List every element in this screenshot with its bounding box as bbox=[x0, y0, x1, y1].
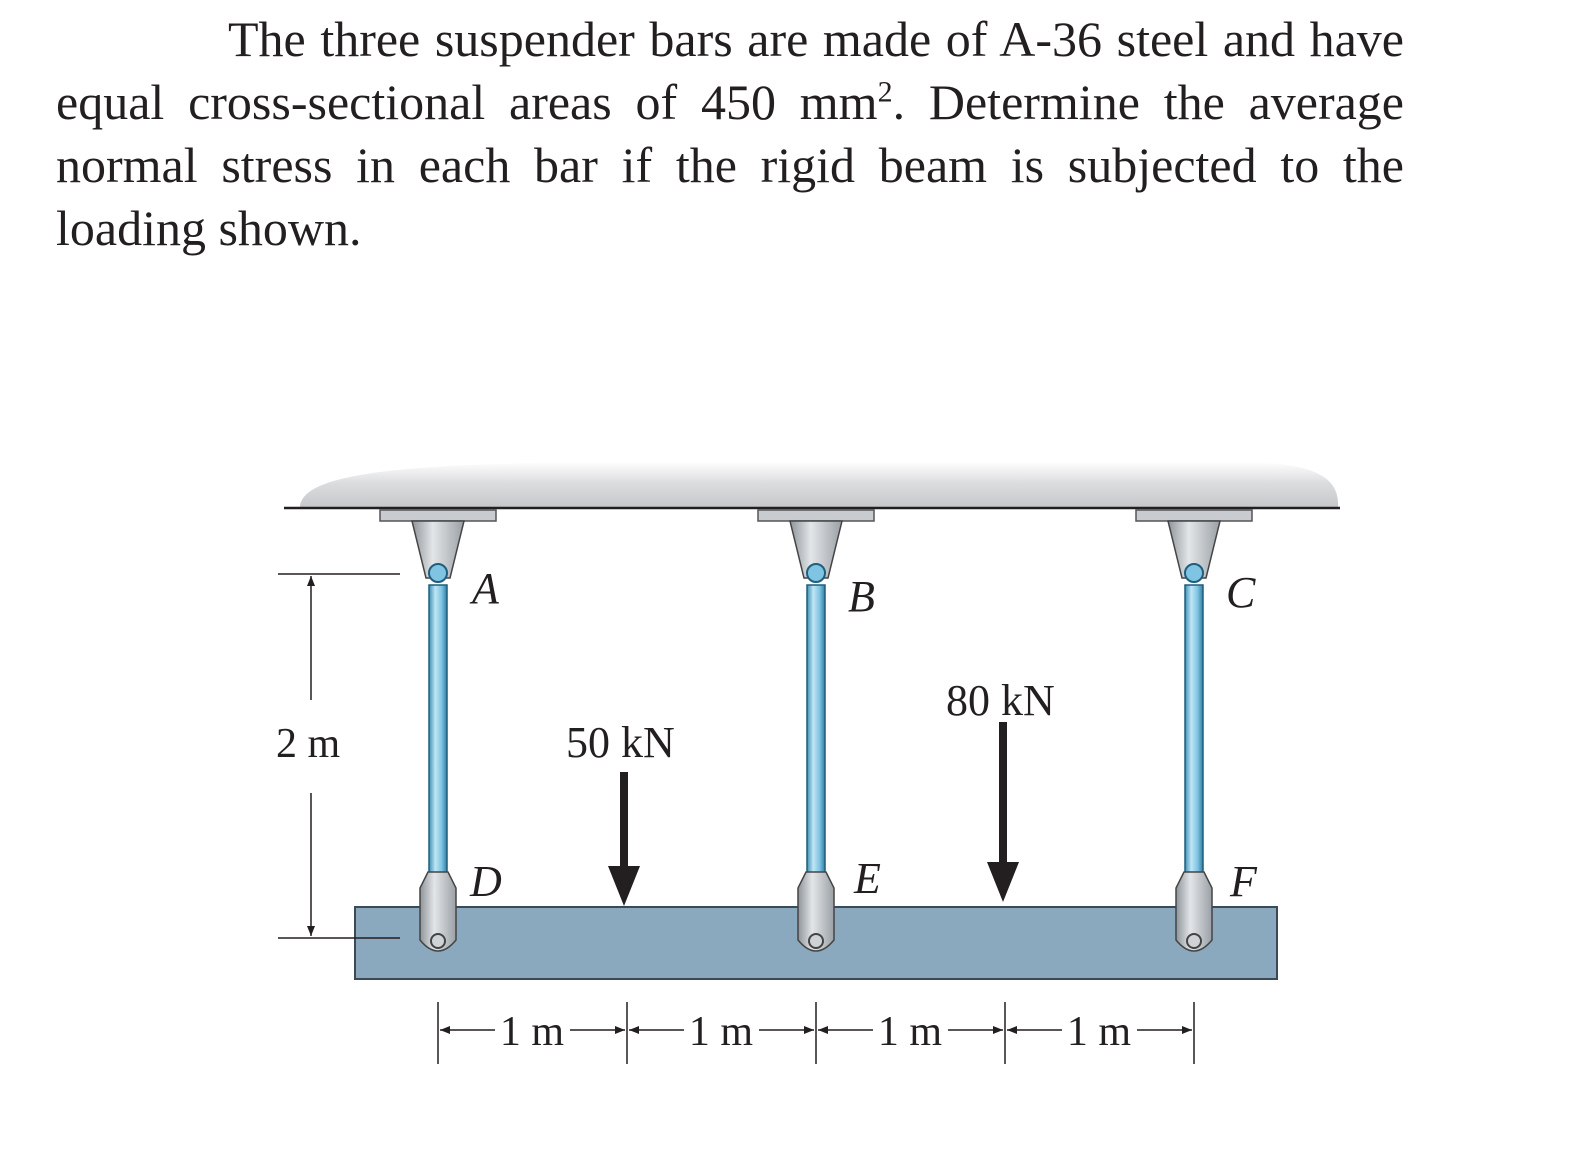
point-label-B: B bbox=[848, 572, 875, 621]
point-label-F: F bbox=[1229, 857, 1258, 906]
point-label-A: A bbox=[469, 564, 500, 613]
height-label: 2 m bbox=[276, 721, 341, 767]
span-dimension-lines bbox=[437, 1002, 1195, 1064]
span-label-1: 1 m bbox=[500, 1009, 565, 1055]
problem-text-end: . Determine the average normal stress in… bbox=[56, 74, 1405, 256]
load-arrow-50kN bbox=[608, 772, 640, 906]
suspender-bar-AD bbox=[379, 509, 497, 952]
point-label-E: E bbox=[853, 854, 881, 903]
span-label-2: 1 m bbox=[689, 1009, 754, 1055]
span-label-4: 1 m bbox=[1067, 1009, 1132, 1055]
load-arrow-80kN bbox=[987, 722, 1019, 902]
point-label-C: C bbox=[1226, 568, 1256, 617]
problem-statement: The three suspender bars are made of A-3… bbox=[56, 8, 1404, 260]
ceiling-support bbox=[284, 461, 1340, 510]
load-label-50kN: 50 kN bbox=[566, 718, 675, 767]
area-exponent: 2 bbox=[877, 75, 893, 109]
suspender-bar-BE bbox=[757, 509, 875, 952]
height-dimension bbox=[278, 573, 400, 939]
load-label-80kN: 80 kN bbox=[946, 676, 1055, 725]
problem-text-main: The three suspender bars are made of A-3… bbox=[56, 11, 1404, 130]
point-label-D: D bbox=[469, 857, 502, 906]
suspender-bar-CF bbox=[1135, 509, 1253, 952]
span-label-3: 1 m bbox=[878, 1009, 943, 1055]
